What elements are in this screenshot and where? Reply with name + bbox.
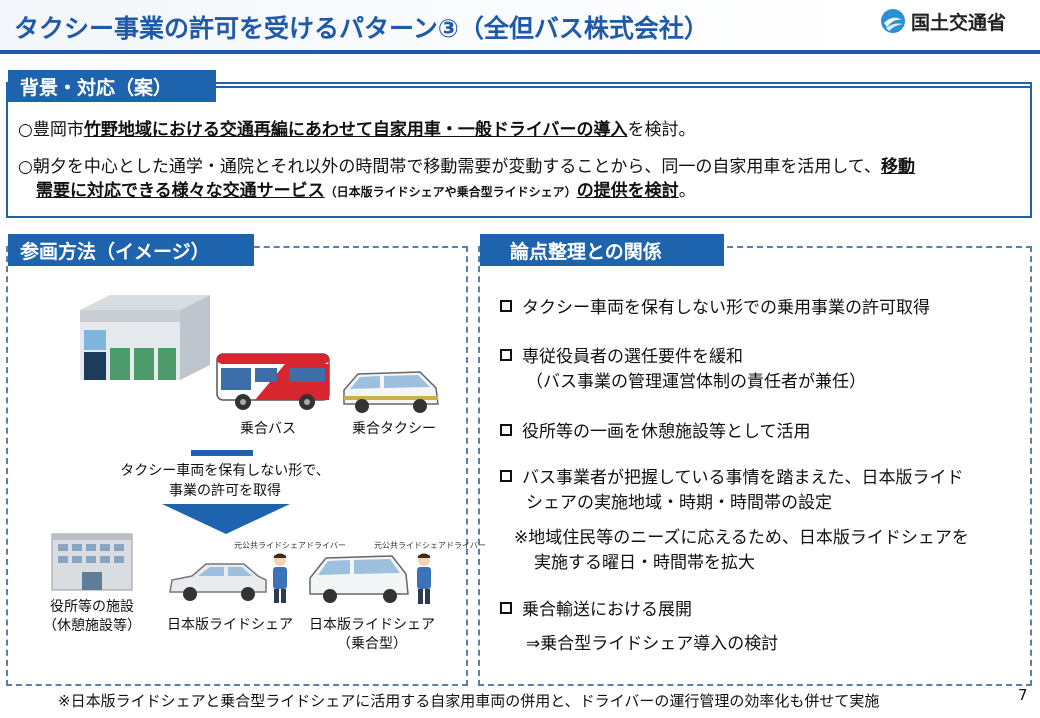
issue-item-1: タクシー車両を保有しない形での乗用事業の許可取得: [500, 296, 930, 321]
mlit-logo-icon: [881, 9, 905, 33]
line1-prefix: ○豊岡市: [18, 120, 84, 140]
issue-item-2-sub: （バス事業の管理運営体制の責任者が兼任）: [526, 372, 866, 392]
issue-item-4-text: バス事業者が把握している事情を踏まえた、日本版ライド: [522, 468, 964, 488]
issues-heading-label: 論点整理との関係: [510, 240, 662, 263]
method-heading-label: 参画方法（イメージ）: [20, 240, 210, 263]
background-line-3: 需要に対応できる様々な交通サービス（日本版ライドシェアや乗合型ライドシェア）の提…: [36, 179, 696, 204]
checkbox-square-icon: [500, 602, 512, 614]
facility-label-2: （休憩施設等）: [43, 618, 141, 634]
shared-taxi-label: 乗合タクシー: [352, 421, 436, 437]
rideshare-label: 日本版ライドシェア: [167, 617, 293, 633]
line1-suffix: を検討。: [627, 120, 696, 140]
background-heading-rule: [216, 86, 1032, 88]
issue-item-5-sub: ⇒乗合型ライドシェア導入の検討: [526, 634, 779, 654]
arrow-stem-top: [191, 450, 253, 456]
logo-text: 国土交通省: [911, 11, 1007, 34]
footnote: ※日本版ライドシェアと乗合型ライドシェアに活用する自家用車両の併用と、ドライバー…: [58, 692, 880, 710]
bus-depot-illustration: [80, 295, 210, 380]
issue-note-1: ※地域住民等のニーズに応えるため、日本版ライドシェアを: [514, 528, 969, 548]
line2-emphasis: 移動: [880, 157, 915, 177]
down-arrow-icon: [162, 504, 290, 534]
line3-emphasis-b: の提供を検討: [576, 181, 679, 201]
driver-tag-1: 元公共ライドシェアドライバー: [234, 541, 346, 550]
background-box: [6, 82, 1032, 218]
checkbox-square-icon: [500, 349, 512, 361]
page-number: 7: [1018, 686, 1028, 704]
shared-rideshare-label-1: 日本版ライドシェア: [309, 617, 435, 633]
line2-prefix: ○朝夕を中心とした通学・通院とそれ以外の時間帯で移動需要が変動することから、同一…: [18, 157, 881, 177]
title-rule: [0, 50, 1040, 54]
issue-item-5-text: 乗合輸送における展開: [522, 600, 692, 620]
government-building-illustration: [51, 533, 133, 591]
issue-item-1-text: タクシー車両を保有しない形での乗用事業の許可取得: [522, 298, 930, 318]
background-line-2: ○朝夕を中心とした通学・通院とそれ以外の時間帯で移動需要が変動することから、同一…: [18, 155, 915, 179]
issue-item-3: 役所等の一画を休憩施設等として活用: [500, 420, 811, 445]
background-heading-label: 背景・対応（案）: [20, 76, 173, 99]
issues-heading: 論点整理との関係: [480, 234, 724, 266]
checkbox-square-icon: [500, 300, 512, 312]
issue-item-4: バス事業者が把握している事情を踏まえた、日本版ライド: [500, 466, 964, 491]
title-band: [0, 0, 860, 54]
page-title: タクシー事業の許可を受けるパターン③（全但バス株式会社）: [14, 14, 709, 43]
checkbox-square-icon: [500, 470, 512, 482]
arrow-text-2: 事業の許可を取得: [169, 483, 281, 499]
ministry-logo: 国土交通省: [880, 6, 1035, 36]
arrow-text-1: タクシー車両を保有しない形で、: [120, 463, 330, 479]
issue-item-4-sub: シェアの実施地域・時期・時間帯の設定: [526, 493, 832, 513]
rideshare-car-illustration: [169, 553, 287, 603]
checkbox-square-icon: [500, 424, 512, 436]
background-line-1: ○豊岡市竹野地域における交通再編にあわせて自家用車・一般ドライバーの導入を検討。: [18, 118, 696, 142]
method-heading: 参画方法（イメージ）: [8, 234, 254, 266]
line3-small: （日本版ライドシェアや乗合型ライドシェア）: [324, 185, 577, 199]
line3-emphasis-a: 需要に対応できる様々な交通サービス: [36, 181, 325, 201]
facility-label-1: 役所等の施設: [50, 599, 134, 615]
issue-item-5: 乗合輸送における展開: [500, 598, 692, 623]
driver-tag-2: 元公共ライドシェアドライバー: [374, 541, 486, 550]
issue-item-3-text: 役所等の一画を休憩施設等として活用: [522, 422, 811, 442]
issue-item-2: 専従役員者の選任要件を緩和: [500, 345, 743, 370]
shared-taxi-illustration: [343, 371, 439, 413]
issue-item-2-text: 専従役員者の選任要件を緩和: [522, 347, 743, 367]
line3-suffix: 。: [678, 181, 696, 201]
line1-emphasis: 竹野地域における交通再編にあわせて自家用車・一般ドライバーの導入: [83, 120, 628, 140]
issue-note-2: 実施する曜日・時間帯を拡大: [534, 553, 755, 573]
bus-label: 乗合バス: [240, 421, 296, 437]
issues-box: [478, 246, 1032, 686]
shared-rideshare-van-illustration: [309, 553, 431, 604]
background-heading: 背景・対応（案）: [8, 70, 216, 102]
bus-illustration: [216, 353, 330, 410]
shared-rideshare-label-2: （乗合型）: [337, 636, 407, 652]
